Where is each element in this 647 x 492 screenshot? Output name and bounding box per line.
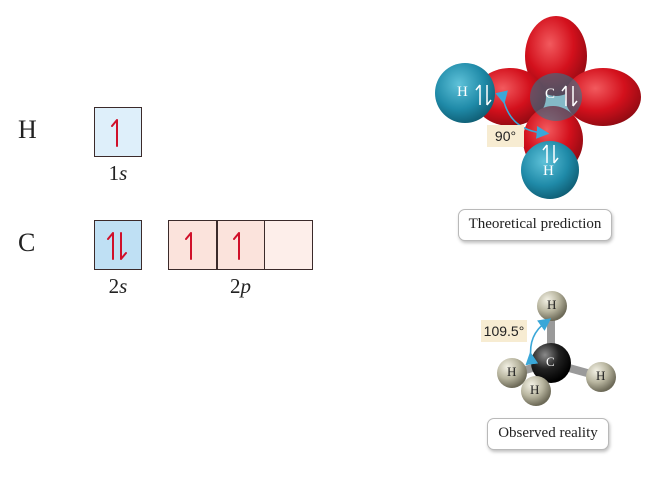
angle-label-109-5: 109.5° bbox=[481, 320, 527, 342]
carbon-center bbox=[530, 73, 582, 121]
theoretical-molecule bbox=[435, 16, 641, 199]
atom-label-h-right-observed: H bbox=[596, 368, 606, 383]
angle-label-90: 90° bbox=[487, 125, 524, 147]
orbital-label-c-2p: 2p bbox=[168, 274, 313, 299]
element-label-carbon: C bbox=[18, 228, 36, 257]
orbital-box-h-1s bbox=[94, 107, 142, 157]
orbital-lobe-top bbox=[525, 16, 587, 96]
orbital-label-c-2s: 2s bbox=[94, 274, 142, 299]
atom-label-c-observed: C bbox=[546, 354, 555, 369]
orbital-box-c-2s bbox=[94, 220, 142, 270]
orbital-lobe-right bbox=[565, 68, 641, 126]
observed-molecule bbox=[497, 291, 616, 406]
atom-label-h-bottom-observed: H bbox=[530, 382, 540, 397]
angle-arc-90 bbox=[495, 90, 550, 139]
divider bbox=[264, 221, 266, 269]
caption-theoretical-prediction: Theoretical prediction bbox=[458, 209, 612, 241]
spin-pair-arrow-icon bbox=[107, 232, 127, 260]
orbital-type: s bbox=[119, 274, 128, 298]
orbital-number: 2 bbox=[230, 274, 241, 298]
empty-p-orbital bbox=[265, 221, 312, 269]
atom-label-h-left: H bbox=[457, 84, 468, 100]
atom-label-h-bottom: H bbox=[543, 163, 554, 179]
hydrogen-sphere-bottom bbox=[521, 141, 579, 199]
orbital-box-c-2p bbox=[168, 220, 313, 270]
divider bbox=[216, 221, 218, 269]
orbital-type: s bbox=[119, 161, 128, 185]
element-label-hydrogen: H bbox=[18, 115, 37, 144]
spin-up-arrow-icon bbox=[111, 119, 118, 147]
orbital-type: p bbox=[240, 274, 252, 298]
orbital-label-h-1s: 1s bbox=[94, 161, 142, 186]
hydrogen-atom-left bbox=[497, 358, 527, 388]
hydrogen-atom-bottom bbox=[521, 376, 551, 406]
caption-observed-reality: Observed reality bbox=[487, 418, 609, 450]
spin-up-arrows-icon bbox=[185, 232, 240, 260]
hydrogen-atom-top bbox=[537, 291, 567, 321]
orbital-number: 1 bbox=[108, 161, 120, 185]
atom-label-h-left-observed: H bbox=[507, 364, 517, 379]
atom-label-h-top: H bbox=[547, 297, 557, 312]
hydrogen-sphere-left bbox=[435, 63, 495, 123]
atom-label-c: C bbox=[545, 86, 556, 102]
orbital-number: 2 bbox=[108, 274, 120, 298]
angle-arc-109 bbox=[525, 318, 552, 366]
hydrogen-atom-right bbox=[586, 362, 616, 392]
